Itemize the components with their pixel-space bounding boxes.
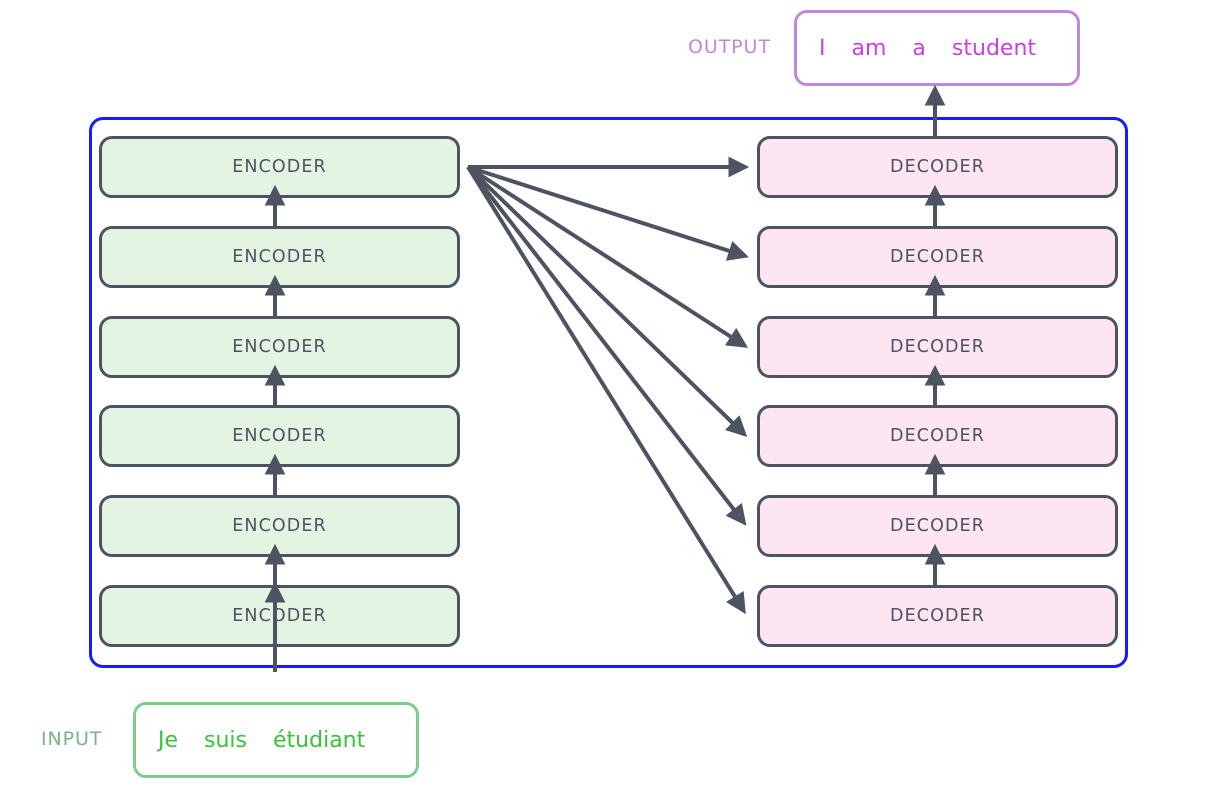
decoder-block-4: DECODER <box>757 405 1118 467</box>
decoder-block-5: DECODER <box>757 495 1118 557</box>
output-sequence-box: I am a student <box>794 10 1080 86</box>
decoder-block-label: DECODER <box>890 606 985 626</box>
output-token: I <box>819 35 826 61</box>
encoder-block-label: ENCODER <box>232 247 327 267</box>
encoder-block-3: ENCODER <box>99 316 460 378</box>
encoder-block-4: ENCODER <box>99 405 460 467</box>
encoder-block-label: ENCODER <box>232 516 327 536</box>
decoder-block-3: DECODER <box>757 316 1118 378</box>
output-label: OUTPUT <box>688 36 771 58</box>
decoder-block-label: DECODER <box>890 157 985 177</box>
input-token: Je <box>158 727 179 753</box>
decoder-block-1: DECODER <box>757 136 1118 198</box>
decoder-block-6: DECODER <box>757 585 1118 647</box>
encoder-block-2: ENCODER <box>99 226 460 288</box>
decoder-block-label: DECODER <box>890 516 985 536</box>
encoder-block-label: ENCODER <box>232 337 327 357</box>
encoder-block-label: ENCODER <box>232 426 327 446</box>
decoder-block-2: DECODER <box>757 226 1118 288</box>
input-label: INPUT <box>41 728 103 750</box>
output-token: am <box>851 35 887 61</box>
encoder-block-5: ENCODER <box>99 495 460 557</box>
model-frame <box>89 117 1128 668</box>
output-token: a <box>912 35 926 61</box>
encoder-block-label: ENCODER <box>232 606 327 626</box>
input-token: étudiant <box>273 727 366 753</box>
decoder-block-label: DECODER <box>890 426 985 446</box>
input-sequence-box: Je suis étudiant <box>133 702 419 778</box>
encoder-block-6: ENCODER <box>99 585 460 647</box>
encoder-block-1: ENCODER <box>99 136 460 198</box>
encoder-block-label: ENCODER <box>232 157 327 177</box>
decoder-block-label: DECODER <box>890 247 985 267</box>
output-token: student <box>951 35 1037 61</box>
input-token: suis <box>204 727 248 753</box>
decoder-block-label: DECODER <box>890 337 985 357</box>
